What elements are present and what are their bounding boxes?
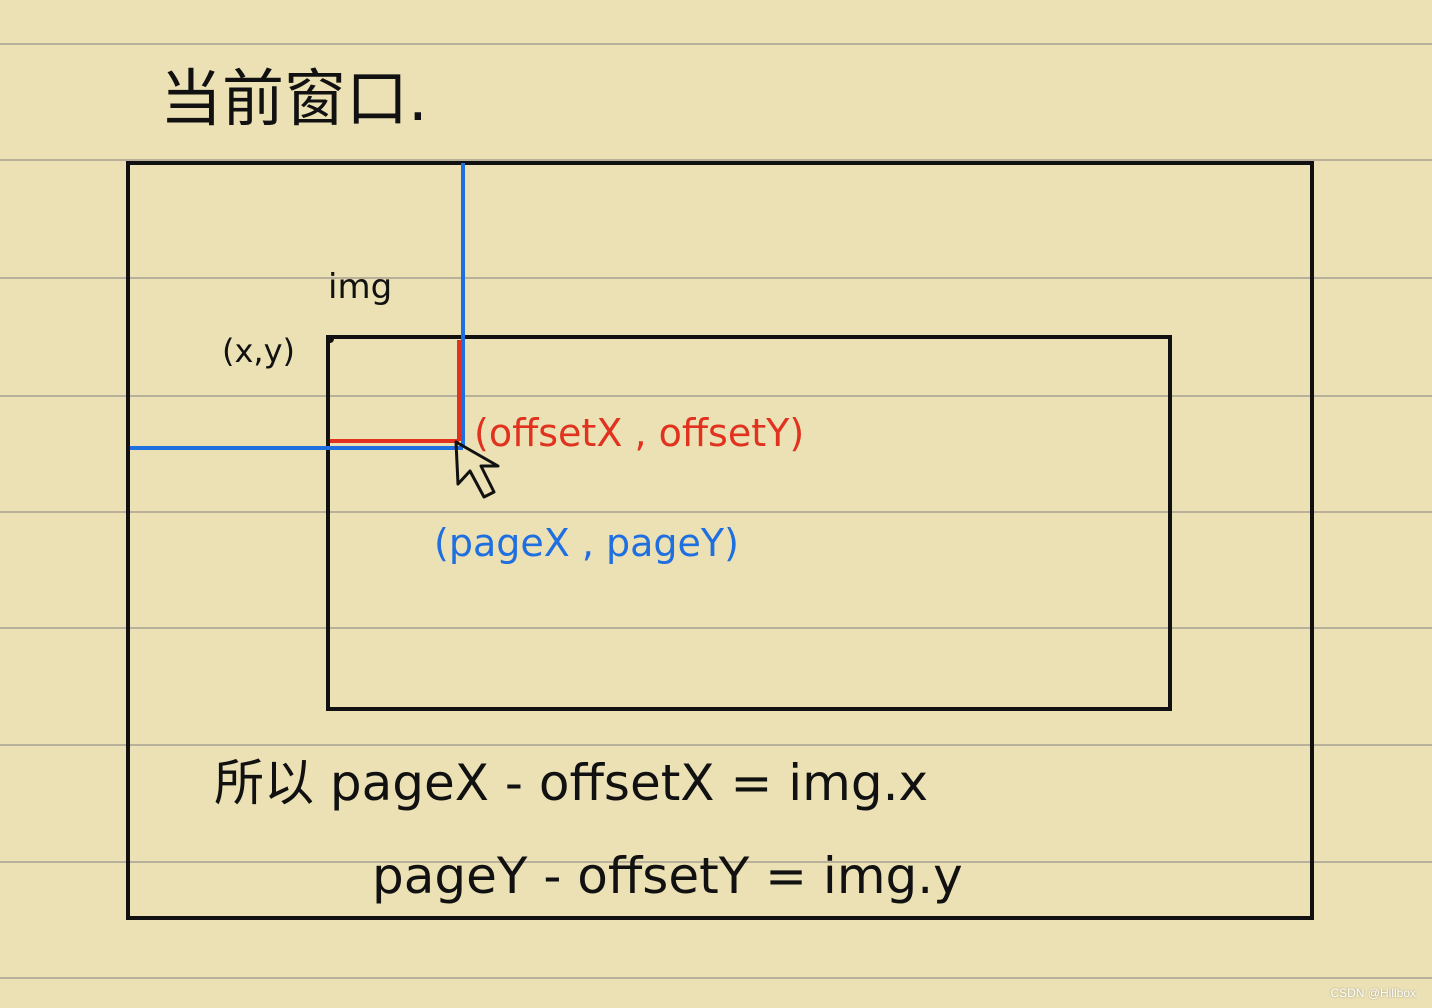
formula-line-1: 所以 pageX - offsetX = img.x xyxy=(214,754,928,812)
img-origin-dot xyxy=(326,335,334,343)
img-rect xyxy=(326,335,1172,711)
origin-label: (x,y) xyxy=(222,332,295,370)
page-label: (pageX , pageY) xyxy=(434,521,739,565)
offset-label: (offsetX , offsetY) xyxy=(474,411,804,455)
mouse-cursor-icon xyxy=(454,440,500,499)
watermark: CSDN @Hillbox xyxy=(1330,986,1416,1000)
img-label: img xyxy=(328,267,392,307)
ruled-lines xyxy=(0,43,1432,979)
window-rect xyxy=(126,161,1314,920)
page-title: 当前窗口. xyxy=(160,62,428,135)
formula-line-2: pageY - offsetY = img.y xyxy=(372,847,963,905)
